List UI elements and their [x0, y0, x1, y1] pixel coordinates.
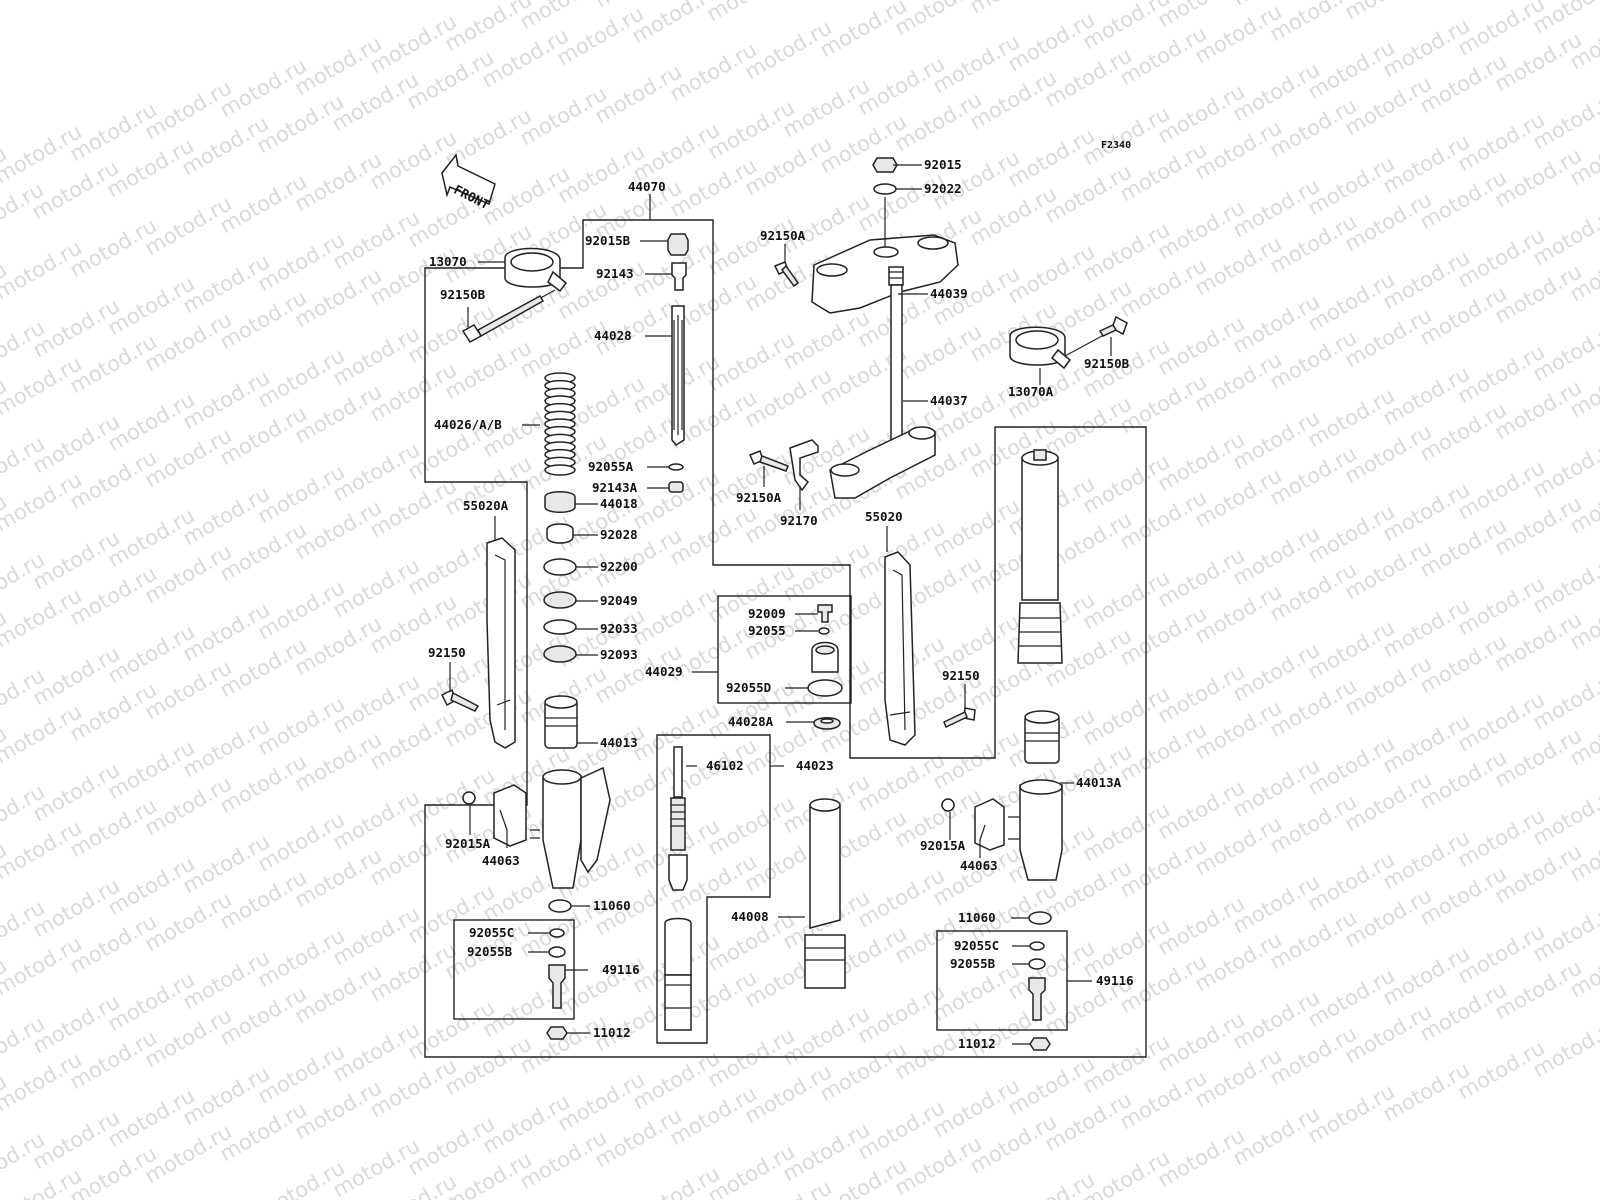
watermark-text: motod.ru	[703, 0, 798, 26]
part-label-44018: 44018	[600, 496, 638, 511]
part-label-92028: 92028	[600, 527, 638, 542]
handlebar-clamp-left	[504, 247, 568, 293]
bolt-92150a-top	[773, 261, 800, 288]
top-triple-clamp	[811, 157, 959, 314]
part-label-92143: 92143	[596, 266, 634, 281]
cartridge-cap-box	[717, 595, 852, 704]
part-label-92055b-right: 92055B	[950, 956, 996, 971]
part-label-92150b-right: 92150B	[1084, 356, 1130, 371]
part-label-92049: 92049	[600, 593, 638, 608]
right-bottom-parts	[1028, 911, 1052, 1051]
part-label-49116-left: 49116	[602, 962, 640, 977]
part-label-92055d: 92055D	[726, 680, 771, 695]
bolt-92150b-left	[461, 289, 556, 343]
inner-tube	[804, 798, 846, 989]
part-label-92015: 92015	[924, 157, 962, 172]
part-label-44028a: 44028A	[728, 714, 774, 729]
part-label-92015b: 92015B	[585, 233, 631, 248]
bolt-92150b-right	[1064, 315, 1128, 357]
part-label-92022: 92022	[924, 181, 962, 196]
damper-rod-stack	[667, 233, 689, 493]
part-label-92170: 92170	[780, 513, 818, 528]
part-label-92015a-right: 92015A	[920, 838, 966, 853]
watermark-text: motod.ru	[1416, 0, 1511, 2]
part-label-92055c-left: 92055C	[469, 925, 514, 940]
part-label-92150a-top: 92150A	[760, 228, 806, 243]
part-label-44063-left: 44063	[482, 853, 520, 868]
part-label-92055: 92055	[748, 623, 786, 638]
spring-coil	[544, 464, 576, 476]
part-label-44026: 44026/A/B	[434, 417, 502, 432]
part-label-49116-right: 49116	[1096, 973, 1134, 988]
part-shapes	[440, 153, 1128, 1051]
watermark-text: motod.ru	[966, 0, 1061, 18]
part-label-92055a: 92055A	[588, 459, 634, 474]
part-label-13070: 13070	[429, 254, 467, 269]
part-label-44023: 44023	[796, 758, 834, 773]
diagram-code: F2340	[1101, 140, 1131, 151]
part-labels: F2340 FRONT 44070 92015B 92143 44028 440…	[428, 140, 1134, 1051]
outer-tube-right-top	[1017, 449, 1063, 664]
part-label-44039: 44039	[930, 286, 968, 301]
part-label-44037: 44037	[930, 393, 968, 408]
part-label-55020a: 55020A	[463, 498, 509, 513]
cartridge-rod-box	[656, 734, 771, 1044]
part-label-44028: 44028	[594, 328, 632, 343]
part-label-92150-left: 92150	[428, 645, 466, 660]
part-label-11012-left: 11012	[593, 1025, 631, 1040]
part-label-92009: 92009	[748, 606, 786, 621]
part-label-92093: 92093	[600, 647, 638, 662]
part-label-92200: 92200	[600, 559, 638, 574]
part-label-92150a-mid: 92150A	[736, 490, 782, 505]
fork-guard-left	[486, 537, 516, 749]
watermark-text: motod.ru	[778, 0, 873, 4]
part-label-92055b-left: 92055B	[467, 944, 513, 959]
part-label-11012-right: 11012	[958, 1036, 996, 1051]
left-bottom-parts	[546, 899, 572, 1040]
bolt-92150-right	[943, 707, 976, 729]
part-label-13070a: 13070A	[1008, 384, 1054, 399]
fork-guard-right	[884, 551, 916, 746]
bolt-92150a-mid	[748, 450, 789, 472]
part-label-44008: 44008	[731, 909, 769, 924]
part-label-46102: 46102	[706, 758, 744, 773]
handlebar-clamp-right	[1009, 326, 1072, 370]
part-label-92033: 92033	[600, 621, 638, 636]
steering-stem	[829, 266, 936, 499]
front-arrow-icon	[441, 153, 496, 206]
damper-cartridge	[664, 746, 692, 1031]
part-label-92150-right: 92150	[942, 668, 980, 683]
fork-rings-stack	[543, 491, 577, 663]
part-label-92015a-left: 92015A	[445, 836, 491, 851]
part-label-44013a: 44013A	[1076, 775, 1122, 790]
part-label-44013: 44013	[600, 735, 638, 750]
part-label-55020: 55020	[865, 509, 903, 524]
outer-tube-left	[462, 695, 611, 889]
part-label-44029: 44029	[645, 664, 683, 679]
cable-guide-92170	[789, 439, 819, 492]
outer-tube-right	[941, 710, 1063, 881]
part-label-92055c-right: 92055C	[954, 938, 999, 953]
part-label-92150b-left: 92150B	[440, 287, 486, 302]
watermark-text: motod.ru	[1341, 0, 1436, 24]
part-label-92143a: 92143A	[592, 480, 638, 495]
part-label-11060-right: 11060	[958, 910, 996, 925]
fork-spring	[544, 372, 576, 476]
part-label-11060-left: 11060	[593, 898, 631, 913]
bolt-92150-left	[440, 688, 480, 712]
part-label-44063-right: 44063	[960, 858, 998, 873]
leader-lines	[449, 164, 1112, 1045]
washer-44028a	[813, 717, 841, 730]
fork-cap-assembly	[807, 604, 843, 697]
left-fork-assembly-outline	[424, 219, 1147, 1058]
part-label-44070: 44070	[628, 179, 666, 194]
